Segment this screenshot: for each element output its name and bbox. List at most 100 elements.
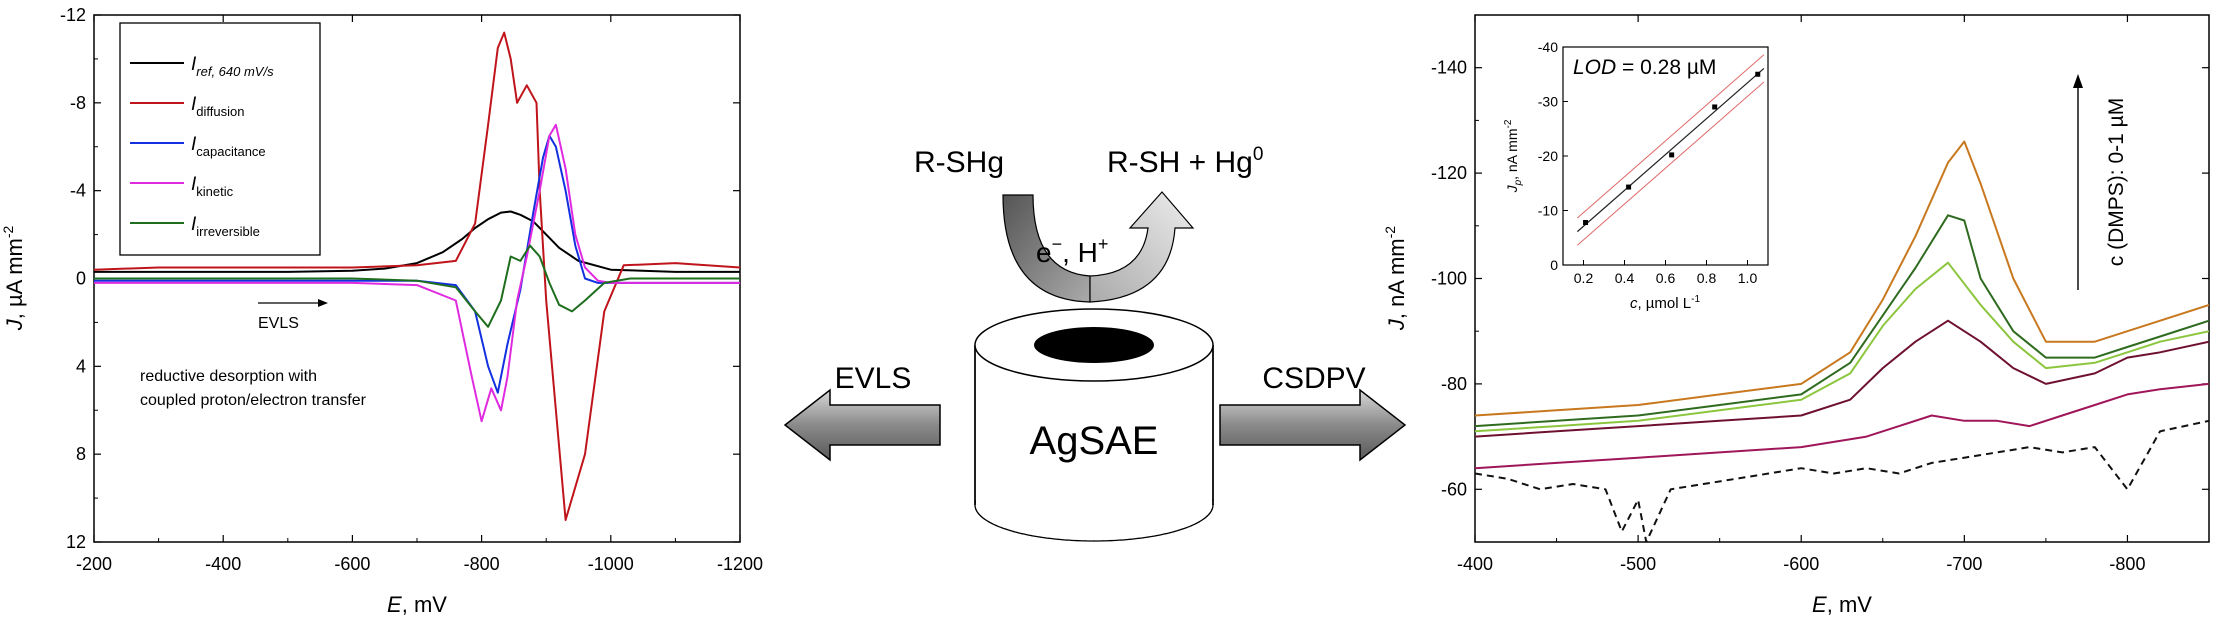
- inset-data-point: [1626, 184, 1632, 190]
- inset-x-tick-label: 0.8: [1697, 270, 1717, 286]
- left-x-tick-label: -1200: [717, 554, 763, 574]
- left-y-tick-label: -12: [60, 5, 86, 25]
- right-x-tick-label: -400: [1457, 554, 1493, 574]
- right-y-axis-label: J, nA mm-2: [1382, 226, 1409, 331]
- right-x-tick-label: -600: [1783, 554, 1819, 574]
- left-y-tick-label: -4: [70, 181, 86, 201]
- inset-y-axis-label: Jp, nA mm-2: [1503, 119, 1524, 193]
- right-series-c3: [1475, 261, 2209, 433]
- curved-arrow-up-icon: [1089, 191, 1195, 303]
- left-series-diffusion: [94, 31, 740, 521]
- right-y-tick-label: -60: [1441, 479, 1467, 499]
- left-y-tick-label: 0: [76, 269, 86, 289]
- reagent-label: e−, H+: [1036, 234, 1108, 268]
- inset-confidence-band: [1577, 81, 1765, 246]
- left-y-tick-label: -8: [70, 93, 86, 113]
- left-x-tick-label: -400: [205, 554, 241, 574]
- left-annotation-line2: coupled proton/electron transfer: [140, 392, 367, 409]
- right-chart: -400-500-600-700-800 -60-80-100-120-140 …: [1382, 14, 2210, 617]
- right-y-ticks: -60-80-100-120-140: [1431, 58, 2209, 499]
- legend-entry-irreversible: Iirreversible: [130, 214, 260, 239]
- sweep-direction-arrow: EVLS: [258, 299, 328, 332]
- electrode-icon: AgSAE: [974, 308, 1214, 542]
- left-y-ticks: -12 -8 -4 0 4 8 12: [60, 5, 740, 552]
- left-x-axis-label: E, mV: [387, 592, 447, 617]
- inset-x-axis-label: c, µmol L-1: [1630, 294, 1701, 312]
- reactant-label: R-SHg: [914, 146, 1004, 179]
- svg-text:Iirreversible: Iirreversible: [191, 214, 260, 239]
- inset-data-point: [1712, 104, 1718, 110]
- inset-confidence-band: [1577, 54, 1765, 219]
- inset-y-tick-label: -20: [1538, 148, 1558, 164]
- inset-data-point: [1583, 219, 1589, 225]
- inset-x-tick-label: 0.2: [1574, 270, 1594, 286]
- right-x-tick-label: -800: [2109, 554, 2145, 574]
- left-series-irreversible: [94, 244, 740, 328]
- lod-label: LOD = 0.28 µM: [1573, 56, 1716, 79]
- svg-text:Iref, 640 mV/s: Iref, 640 mV/s: [191, 54, 274, 79]
- left-series-kinetic: [94, 123, 740, 423]
- reaction-scheme: R-SHg R-SH + Hg0 e−, H+ AgSAE EVLS C: [783, 144, 1407, 542]
- inset-data-point: [1669, 152, 1675, 158]
- left-series-ref: [94, 210, 740, 273]
- inset-data-point: [1755, 71, 1761, 77]
- left-x-tick-label: -800: [464, 554, 500, 574]
- inset-points: [1583, 71, 1761, 225]
- right-x-axis-label: E, mV: [1812, 592, 1872, 617]
- left-annotation-line1: reductive desorption with: [140, 368, 317, 385]
- legend-entry-kinetic: Ikinetic: [130, 174, 234, 199]
- inset-fit-lines: [1576, 54, 1765, 246]
- right-y-tick-label: -80: [1441, 374, 1467, 394]
- right-x-ticks: -400 -500 -600 -700 -800: [1457, 15, 2145, 574]
- svg-text:Idiffusion: Idiffusion: [191, 94, 244, 119]
- left-method-label: EVLS: [835, 362, 912, 395]
- right-x-tick-label: -500: [1620, 554, 1656, 574]
- inset-y-ticks: 0-10-20-30-40: [1538, 39, 1568, 273]
- left-y-axis-label: J, µA mm-2: [0, 226, 27, 332]
- legend-entry-capacitance: Icapacitance: [130, 134, 266, 159]
- svg-text:Icapacitance: Icapacitance: [191, 134, 266, 159]
- left-series: [94, 31, 740, 521]
- concentration-arrow: [2073, 74, 2083, 290]
- right-y-tick-label: -120: [1431, 163, 1467, 183]
- inset-frame: [1562, 46, 1769, 266]
- right-method-label: CSDPV: [1262, 362, 1365, 395]
- left-chart: -200-400-600-800-1000-1200 -12-8-404812 …: [0, 5, 763, 617]
- legend-entry-ref: Iref, 640 mV/s: [130, 54, 274, 79]
- left-x-tick-label: -200: [76, 554, 112, 574]
- inset-x-ticks: 0.2 0.4 0.6 0.8 1.0: [1574, 260, 1758, 286]
- right-series-c2: [1475, 319, 2209, 438]
- legend-box: [119, 22, 321, 256]
- concentration-label: c (DMPS): 0-1 µM: [2105, 98, 2128, 266]
- left-y-tick-label: 4: [76, 356, 86, 376]
- inset-y-tick-label: -30: [1538, 94, 1558, 110]
- left-legend: Iref, 640 mV/s Idiffusion Icapacitance I…: [119, 22, 321, 256]
- left-x-tick-label: -1000: [588, 554, 634, 574]
- left-y-tick-label: 12: [66, 532, 86, 552]
- right-series-c1: [1475, 382, 2209, 470]
- legend-entry-diffusion: Idiffusion: [130, 94, 244, 119]
- left-x-tick-label: -600: [334, 554, 370, 574]
- electrode-label: AgSAE: [1030, 419, 1159, 463]
- inset-x-tick-label: 0.4: [1615, 270, 1635, 286]
- inset-y-tick-label: -10: [1538, 203, 1558, 219]
- right-y-tick-label: -140: [1431, 58, 1467, 78]
- inset-y-tick-label: 0: [1550, 257, 1558, 273]
- right-y-tick-label: -100: [1431, 269, 1467, 289]
- product-label: R-SH + Hg0: [1107, 144, 1263, 179]
- inset-x-tick-label: 1.0: [1738, 270, 1758, 286]
- left-y-tick-label: 8: [76, 444, 86, 464]
- right-series: [1475, 140, 2209, 542]
- sweep-label: EVLS: [258, 315, 299, 332]
- right-series-c5: [1475, 140, 2209, 417]
- arrow-right-icon: [1219, 388, 1407, 462]
- arrow-left-icon: [783, 388, 941, 462]
- right-x-tick-label: -700: [1946, 554, 1982, 574]
- inset-fit-line: [1576, 67, 1765, 233]
- svg-text:Ikinetic: Ikinetic: [191, 174, 234, 199]
- right-series-c4: [1475, 214, 2209, 428]
- inset-x-tick-label: 0.6: [1656, 270, 1676, 286]
- left-x-ticks: -200 -400 -600 -800 -1000 -1200: [76, 15, 763, 574]
